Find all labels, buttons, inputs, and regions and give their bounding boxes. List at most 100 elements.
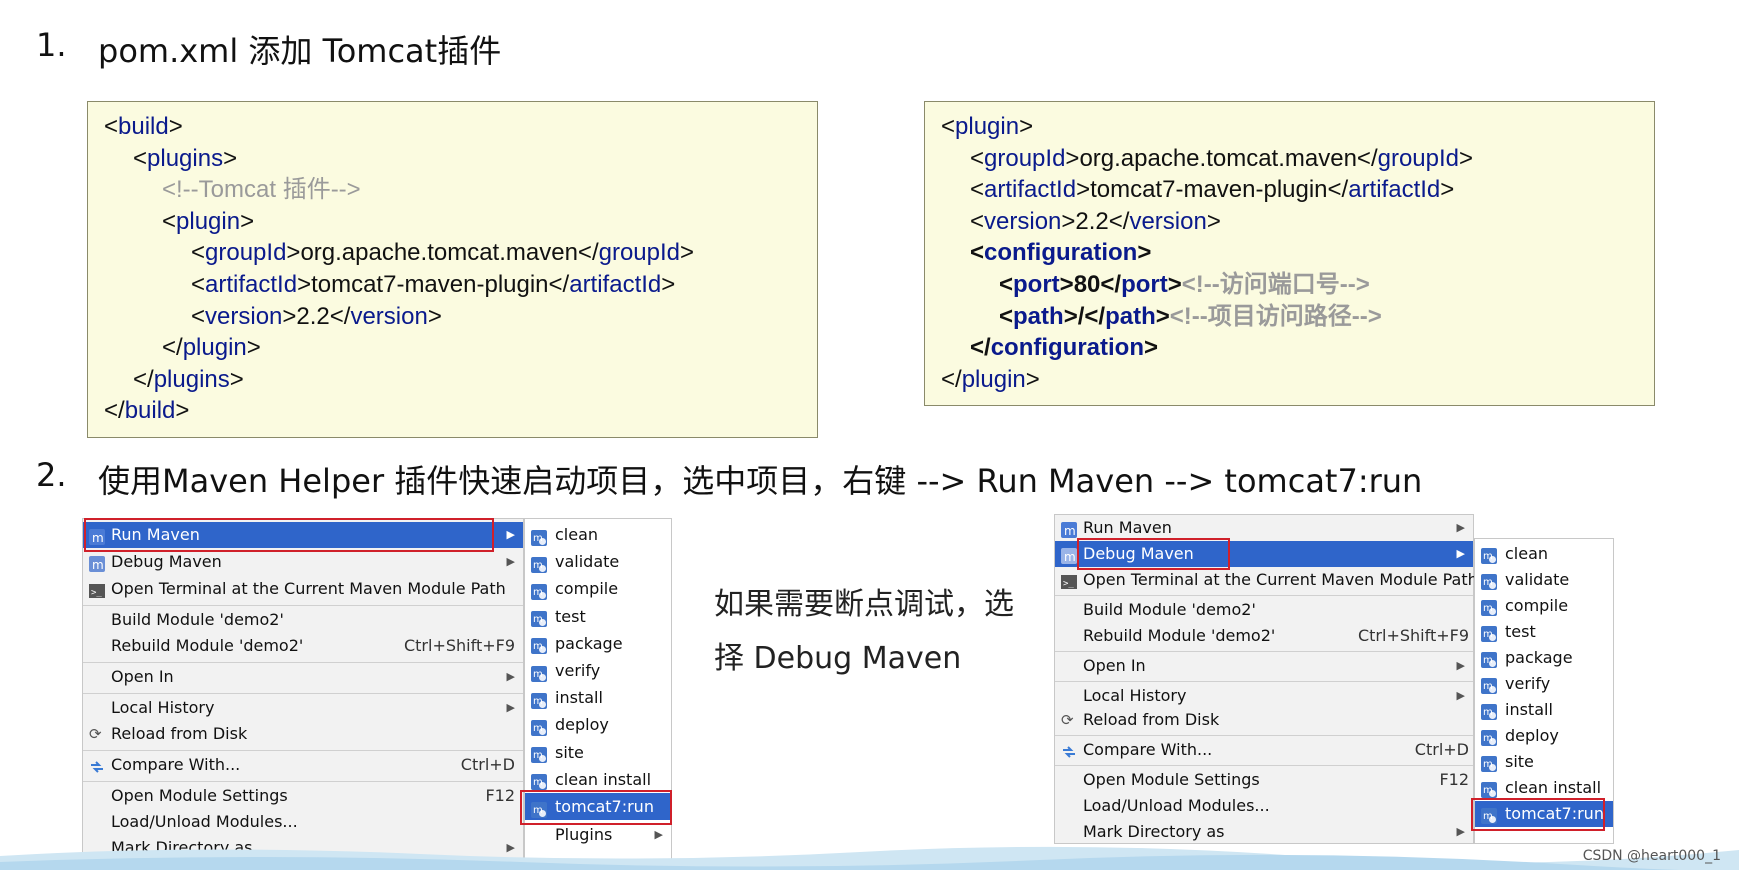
menu-item-label: Rebuild Module 'demo2' (111, 636, 304, 655)
menu-item-label: Plugins (555, 825, 613, 845)
menu-separator (83, 605, 523, 606)
xml-tag-name: build (124, 397, 176, 425)
xml-tag-name: path (1105, 302, 1156, 330)
maven-goal-icon: m (531, 690, 547, 709)
menu-item-label: Open Module Settings (1083, 770, 1260, 789)
step-title: pom.xml 添加 Tomcat插件 (98, 32, 502, 70)
code-line: </build> (104, 396, 189, 426)
maven-goal-icon: m (1481, 728, 1497, 746)
menu-item-label: Debug Maven (1083, 544, 1194, 563)
xml-text: > (240, 207, 255, 235)
menu-item-load-unload[interactable]: Load/Unload Modules... (83, 809, 523, 835)
menu-item-mark-directory[interactable]: Mark Directory as ▶ (1055, 819, 1473, 845)
xml-tag-name: artifactId (205, 271, 298, 298)
svg-text:m: m (1483, 811, 1493, 822)
code-line: <!--Tomcat 插件--> (162, 175, 361, 205)
maven-goal-icon: m (531, 554, 547, 573)
menu-item-open-terminal[interactable]: >_ Open Terminal at the Current Maven Mo… (1055, 567, 1478, 593)
menu-item-compare-with[interactable]: Compare With... Ctrl+D (1055, 737, 1473, 763)
menu-item-reload-from-disk[interactable]: ⟳ Reload from Disk (1055, 707, 1473, 733)
code-line: <groupId>org.apache.tomcat.maven</groupI… (191, 238, 694, 268)
plugin-config-snippet: <plugin><groupId>org.apache.tomcat.maven… (924, 101, 1655, 406)
xml-text: < (162, 207, 177, 235)
menu-item-label: Build Module 'demo2' (1083, 600, 1256, 619)
svg-text:m: m (533, 750, 543, 761)
maven-goal-label: clean (555, 525, 599, 544)
menu-item-open-in[interactable]: Open In ▶ (1055, 653, 1473, 679)
xml-text: < (999, 271, 1014, 298)
svg-text:m: m (1483, 733, 1493, 744)
menu-item-debug-maven[interactable]: m Debug Maven ▶ (1055, 541, 1473, 567)
svg-text:m: m (533, 723, 543, 734)
submenu-arrow-icon: ▶ (1456, 521, 1465, 534)
menu-item-module-settings[interactable]: Open Module Settings F12 (1055, 767, 1473, 793)
maven-goal-label: clean (1505, 544, 1549, 563)
menu-item-compare-with[interactable]: Compare With... Ctrl+D (83, 752, 523, 778)
menu-separator (1055, 595, 1473, 596)
svg-text:m: m (1483, 707, 1493, 718)
menu-item-debug-maven[interactable]: m Debug Maven ▶ (83, 549, 523, 575)
xml-comment: <!--Tomcat 插件--> (162, 176, 361, 204)
menu-item-open-terminal[interactable]: >_ Open Terminal at the Current Maven Mo… (83, 576, 523, 602)
xml-comment: <!--访问端口号--> (1181, 271, 1370, 298)
xml-text: </ (941, 365, 962, 393)
menu-item-build-module[interactable]: Build Module 'demo2' (83, 607, 523, 633)
menu-item-open-in[interactable]: Open In ▶ (83, 664, 523, 690)
menu-item-load-unload[interactable]: Load/Unload Modules... (1055, 793, 1473, 819)
maven-goal-icon: m (531, 527, 547, 546)
menu-item-run-maven[interactable]: m Run Maven ▶ (83, 522, 523, 548)
maven-goal-label: package (1505, 648, 1573, 667)
menu-item-build-module[interactable]: Build Module 'demo2' (1055, 597, 1473, 623)
maven-goal-label: tomcat7:run (1505, 804, 1604, 823)
xml-tag-name: version (205, 302, 283, 330)
maven-goal-label: verify (1505, 674, 1551, 693)
svg-text:m: m (1483, 759, 1493, 770)
menu-item-module-settings[interactable]: Open Module Settings F12 (83, 783, 523, 809)
maven-icon: m (1061, 520, 1077, 538)
step-number: 1. (36, 26, 67, 64)
xml-text: > (427, 302, 442, 330)
menu-item-reload-from-disk[interactable]: ⟳ Reload from Disk (83, 721, 523, 747)
menu-item-local-history[interactable]: Local History ▶ (1055, 683, 1473, 709)
menu-item-rebuild-module[interactable]: Rebuild Module 'demo2' Ctrl+Shift+F9 (1055, 623, 1473, 649)
menu-separator (1055, 765, 1473, 766)
submenu-arrow-icon: ▶ (654, 828, 663, 842)
xml-text: < (133, 144, 148, 172)
menu-item-label: Open Module Settings (111, 786, 288, 805)
xml-text: > (1144, 334, 1159, 362)
menu-item-local-history[interactable]: Local History ▶ (83, 695, 523, 721)
shortcut-label: Ctrl+Shift+F9 (403, 636, 515, 655)
menu-item-plugins[interactable]: Plugins ▶ (525, 822, 671, 848)
maven-goal-label: compile (1505, 596, 1569, 615)
maven-goal-icon: m (531, 799, 547, 818)
xml-tag-name: artifactId (984, 176, 1077, 204)
code-line: <plugins> (133, 144, 237, 174)
menu-item-run-maven[interactable]: m Run Maven ▶ (1055, 515, 1473, 541)
maven-goal-tomcat7-run[interactable]: m tomcat7:run (1475, 801, 1613, 827)
maven-goal-icon: m (1481, 572, 1497, 590)
xml-tag-name: artifactId (1348, 176, 1441, 204)
menu-item-rebuild-module[interactable]: Rebuild Module 'demo2' Ctrl+Shift+F9 (83, 633, 523, 659)
